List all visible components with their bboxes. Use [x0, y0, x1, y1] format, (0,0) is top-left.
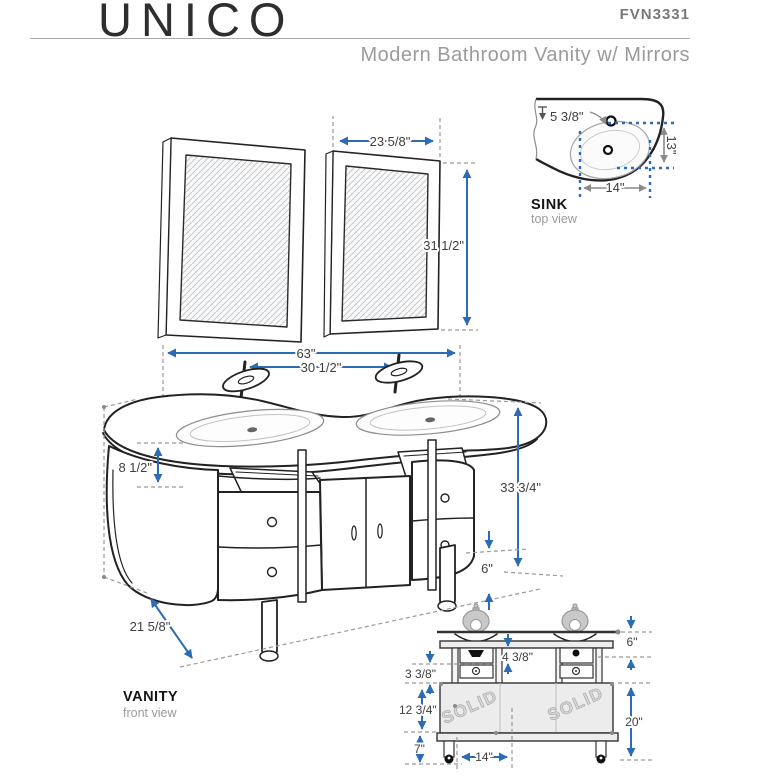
dim-faucet-spacing-label: 30 1/2"	[301, 360, 342, 375]
sink-view-subtitle: top view	[531, 212, 578, 226]
faucet-right-icon	[374, 353, 424, 394]
dim-center-opening: 4 3/8"	[500, 634, 535, 674]
sink-bowl-left	[175, 408, 325, 448]
dim-sink-front-to-back-label: 13"	[664, 135, 679, 154]
model-number: FVN3331	[619, 6, 690, 23]
detail-drawer-right	[559, 647, 594, 679]
dim-leg-height-detail-label: 7"	[414, 742, 425, 756]
dim-depth: 21 5/8"	[128, 598, 193, 659]
dim-sink-width-label: 14"	[605, 180, 624, 195]
dim-base-height: 20"	[618, 682, 652, 761]
dim-mirror-width: 23 5/8"	[332, 116, 441, 157]
dim-mirror-height: 31 1/2"	[421, 162, 478, 331]
dim-mirror-width-label: 23 5/8"	[370, 134, 411, 149]
faucet-left-icon	[222, 360, 270, 400]
dim-leg-height-detail: 7"	[405, 735, 462, 765]
dim-sink-width: 14"	[583, 178, 647, 197]
vanity-view-subtitle: front view	[123, 706, 177, 720]
dim-sink-front-to-back: 13"	[660, 127, 681, 163]
sink-top-view: 5 3/8" 14" 13" SINK top view	[531, 97, 681, 226]
dim-leg-spacing-label: 14"	[475, 750, 493, 764]
vanity-drawing	[102, 353, 548, 662]
dim-leg-height-label: 6"	[481, 561, 493, 576]
dim-height: 33 3/4"	[447, 398, 564, 577]
dim-drawer-height-label: 3 3/8"	[405, 667, 436, 681]
detail-faucet-right-icon	[561, 603, 589, 633]
vanity-detail-view: SOLID SOLID 6"	[397, 603, 652, 770]
dim-leg-height: 6"	[179, 531, 541, 668]
dim-counter-to-drawer: 6"	[598, 616, 652, 670]
dim-leg-spacing: 14"	[456, 708, 513, 770]
sink-bowl-right	[355, 400, 501, 436]
product-subtitle: Modern Bathroom Vanity w/ Mirrors	[360, 44, 690, 66]
dim-shelf-clearance: 8 1/2"	[102, 398, 183, 594]
detail-faucet-left-icon	[462, 603, 490, 633]
dim-base-height-label: 20"	[625, 715, 643, 729]
dim-shelf-clearance-label: 8 1/2"	[118, 460, 152, 475]
detail-drawer-left	[459, 647, 494, 679]
dim-overall-width: 63"	[162, 344, 461, 414]
drain-hole-icon	[602, 144, 614, 156]
header-divider	[30, 38, 690, 39]
dim-faucet-spacing: 30 1/2"	[249, 358, 393, 377]
mirror-left	[157, 137, 306, 343]
dim-height-label: 33 3/4"	[500, 480, 541, 495]
sink-view-title: SINK	[531, 197, 568, 213]
dim-center-opening-label: 4 3/8"	[502, 650, 533, 664]
dim-sink-depth-label: 5 3/8"	[550, 109, 584, 124]
dim-overall-width-label: 63"	[296, 346, 315, 361]
dim-depth-label: 21 5/8"	[130, 619, 171, 634]
dim-sink-depth: 5 3/8"	[538, 106, 607, 125]
dim-counter-to-drawer-label: 6"	[627, 635, 638, 649]
dim-cabinet-interior-label: 12 3/4"	[399, 703, 437, 717]
dim-mirror-height-label: 31 1/2"	[423, 238, 464, 253]
dim-drawer-height: 3 3/8"	[403, 651, 497, 694]
dim-cabinet-interior: 12 3/4"	[397, 689, 439, 733]
mirror-right	[323, 150, 441, 338]
vanity-view-title: VANITY	[123, 689, 178, 705]
